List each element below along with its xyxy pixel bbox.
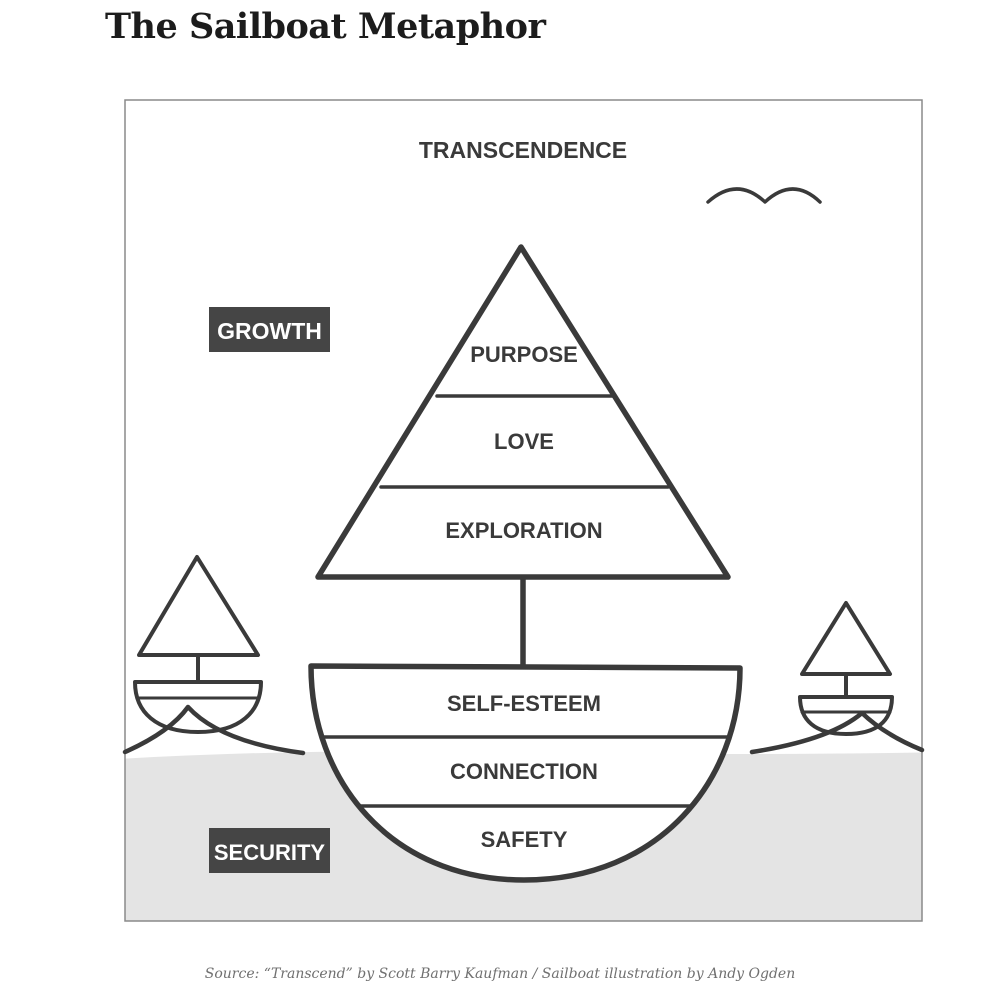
left-small-boat (122, 555, 306, 756)
transcendence-label: TRANSCENDENCE (419, 137, 627, 163)
source-caption: Source: “Transcend” by Scott Barry Kaufm… (204, 966, 796, 982)
page-title: The Sailboat Metaphor (105, 6, 546, 47)
sail-level-love: LOVE (494, 429, 554, 454)
diagram-frame (124, 99, 923, 922)
security-tag: SECURITY (209, 828, 330, 873)
hull-level-connection: CONNECTION (450, 759, 598, 784)
bird-icon (706, 187, 822, 204)
growth-tag: GROWTH (209, 307, 330, 352)
sail-level-purpose: PURPOSE (470, 342, 578, 367)
growth-tag-label: GROWTH (217, 318, 322, 344)
hull-level-self-esteem: SELF-ESTEEM (447, 691, 601, 716)
security-tag-label: SECURITY (214, 840, 326, 865)
sail-level-exploration: EXPLORATION (445, 518, 602, 543)
right-small-boat (749, 601, 925, 755)
hull-level-safety: SAFETY (481, 827, 568, 852)
main-hull (308, 663, 743, 883)
